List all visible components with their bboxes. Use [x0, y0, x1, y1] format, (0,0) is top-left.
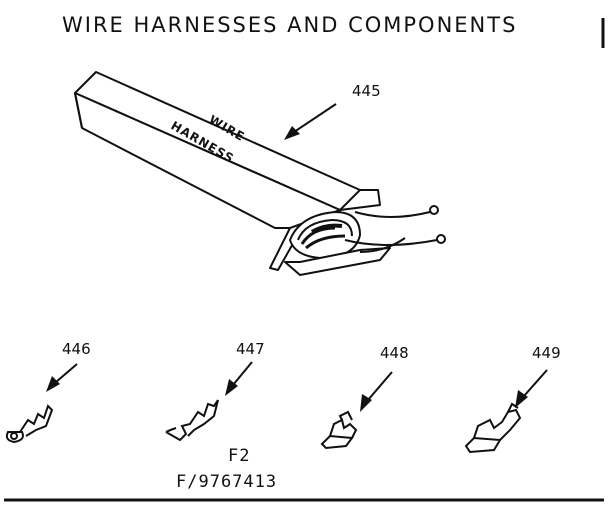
callout-arrow-449	[515, 369, 548, 408]
callout-arrow-446	[46, 363, 78, 392]
page-title: WIRE HARNESSES AND COMPONENTS	[62, 13, 518, 37]
wire-harness-box	[74, 71, 446, 276]
figure-code: F2	[228, 446, 251, 466]
part-number-446: 446	[62, 340, 91, 358]
callout-arrow-448	[360, 371, 393, 412]
part-number-449: 449	[532, 344, 561, 362]
terminal-449-icon	[464, 402, 522, 454]
callout-arrow-447	[225, 361, 253, 396]
callout-arrow-445	[284, 103, 337, 140]
part-number-447: 447	[236, 340, 265, 358]
catalog-code: F/9767413	[176, 472, 278, 492]
part-number-448: 448	[380, 344, 409, 362]
terminal-447-icon	[165, 399, 219, 442]
terminal-448-icon	[320, 410, 358, 450]
part-number-445: 445	[352, 82, 381, 100]
terminal-446-icon	[5, 404, 54, 444]
